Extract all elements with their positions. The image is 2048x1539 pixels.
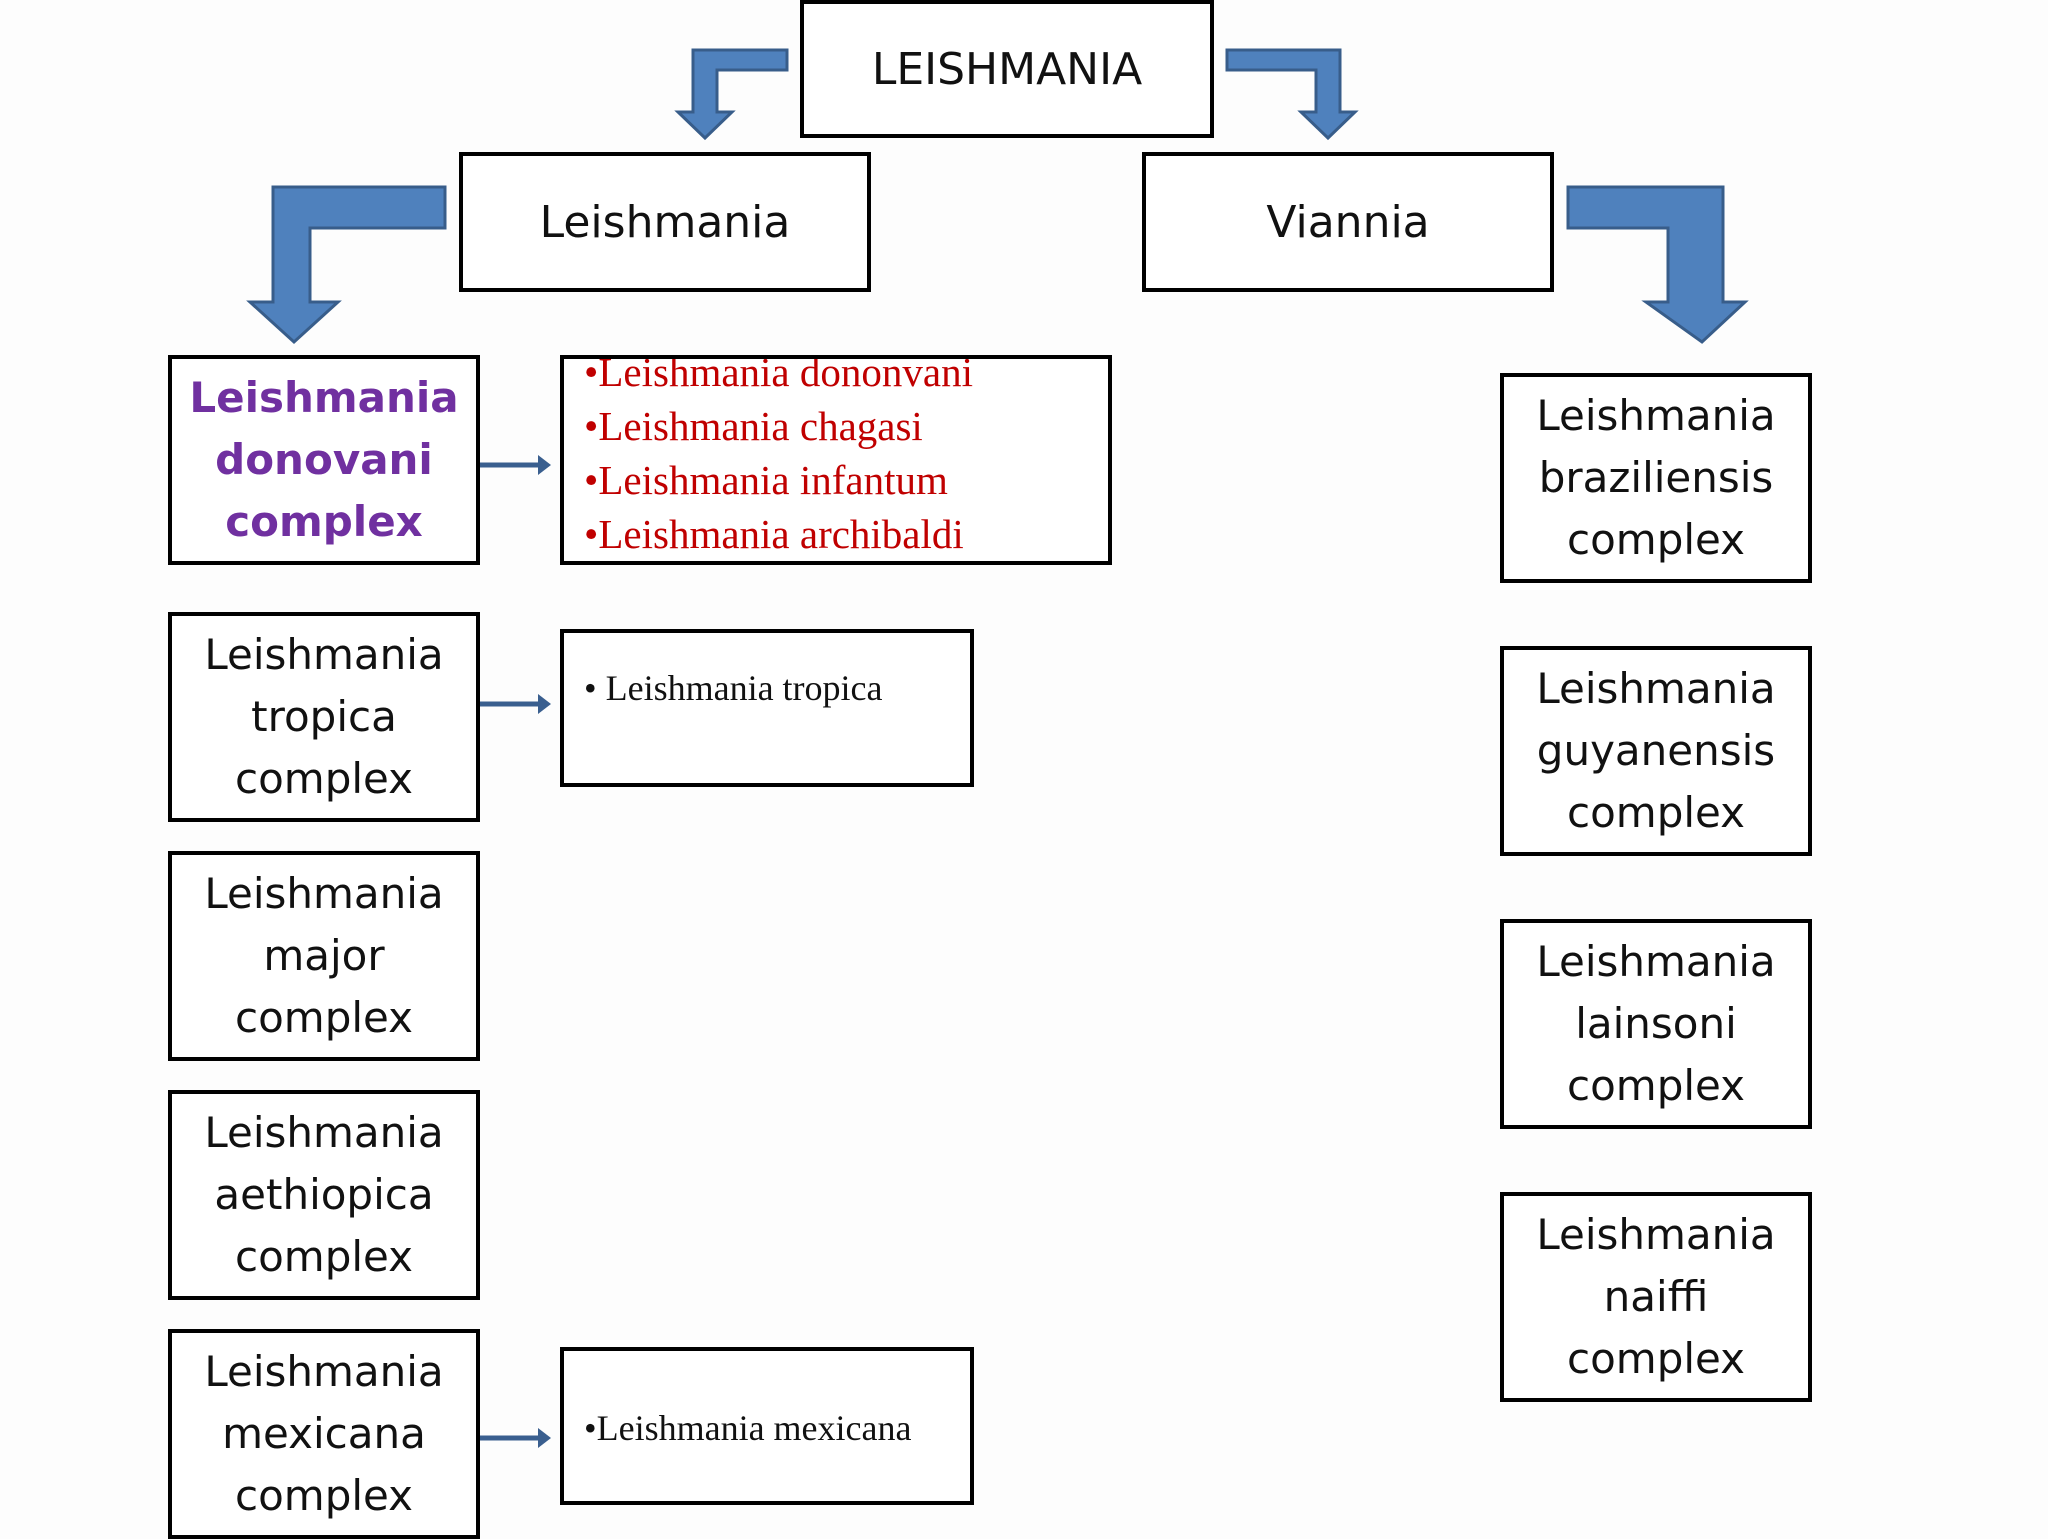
complex-line: complex: [225, 497, 423, 546]
complex-lainsoni-box: Leishmania lainsoni complex: [1500, 919, 1812, 1129]
species-list-donovani: •Leishmania dononvani •Leishmania chagas…: [560, 355, 1112, 565]
complex-line: major: [263, 931, 385, 980]
connector-mexicana: [478, 1428, 551, 1448]
complex-line: Leishmania: [204, 630, 444, 679]
complex-line: lainsoni: [1575, 999, 1737, 1048]
species-item: • Leishmania tropica: [584, 668, 883, 708]
complex-line: complex: [235, 1232, 413, 1281]
complex-line: aethiopica: [214, 1170, 434, 1219]
complex-braziliensis-box: Leishmania braziliensis complex: [1500, 373, 1812, 583]
subgenus-leishmania-box: Leishmania: [459, 152, 871, 292]
complex-aethiopica-box: Leishmania aethiopica complex: [168, 1090, 480, 1300]
species-item: •Leishmania archibaldi: [584, 511, 964, 557]
complex-line: complex: [1567, 788, 1745, 837]
complex-line: Leishmania: [1536, 391, 1776, 440]
complex-line: mexicana: [222, 1409, 426, 1458]
complex-line: complex: [1567, 1334, 1745, 1383]
species-list-tropica: • Leishmania tropica: [560, 629, 974, 787]
complex-line: Leishmania: [1536, 1210, 1776, 1259]
complex-major-box: Leishmania major complex: [168, 851, 480, 1061]
subgenus-viannia-label: Viannia: [1266, 196, 1430, 248]
complex-line: naiffi: [1603, 1272, 1709, 1321]
bent-arrow-root-to-viannia: [1225, 48, 1359, 141]
complex-line: Leishmania: [204, 1347, 444, 1396]
complex-line: complex: [235, 754, 413, 803]
complex-line: guyanensis: [1536, 726, 1776, 775]
complex-line: Leishmania: [204, 1108, 444, 1157]
root-genus-label: LEISHMANIA: [871, 43, 1143, 95]
complex-line: complex: [235, 993, 413, 1042]
complex-line: Leishmania: [204, 869, 444, 918]
complex-donovani-box: Leishmania donovani complex: [168, 355, 480, 565]
species-list-mexicana: •Leishmania mexicana: [560, 1347, 974, 1505]
subgenus-leishmania-label: Leishmania: [539, 196, 791, 248]
bent-arrow-viannia-to-complexes: [1566, 185, 1749, 344]
species-item: •Leishmania dononvani: [584, 355, 973, 395]
connector-tropica: [478, 694, 551, 714]
complex-line: complex: [1567, 1061, 1745, 1110]
complex-line: donovani: [215, 435, 433, 484]
complex-line: complex: [1567, 515, 1745, 564]
complex-line: braziliensis: [1538, 453, 1774, 502]
species-item: •Leishmania mexicana: [584, 1408, 912, 1448]
bent-arrow-root-to-leishmania: [674, 48, 789, 141]
complex-naiffi-box: Leishmania naiffi complex: [1500, 1192, 1812, 1402]
species-item: •Leishmania chagasi: [584, 403, 923, 449]
complex-line: Leishmania: [1536, 937, 1776, 986]
species-item: •Leishmania infantum: [584, 457, 948, 503]
bent-arrow-leishmania-to-complexes: [246, 185, 447, 345]
complex-tropica-box: Leishmania tropica complex: [168, 612, 480, 822]
complex-line: tropica: [251, 692, 397, 741]
connector-donovani: [478, 455, 551, 475]
complex-mexicana-box: Leishmania mexicana complex: [168, 1329, 480, 1539]
root-genus-box: LEISHMANIA: [800, 0, 1214, 138]
complex-line: Leishmania: [1536, 664, 1776, 713]
subgenus-viannia-box: Viannia: [1142, 152, 1554, 292]
complex-guyanensis-box: Leishmania guyanensis complex: [1500, 646, 1812, 856]
complex-line: complex: [235, 1471, 413, 1520]
complex-line: Leishmania: [189, 373, 459, 422]
